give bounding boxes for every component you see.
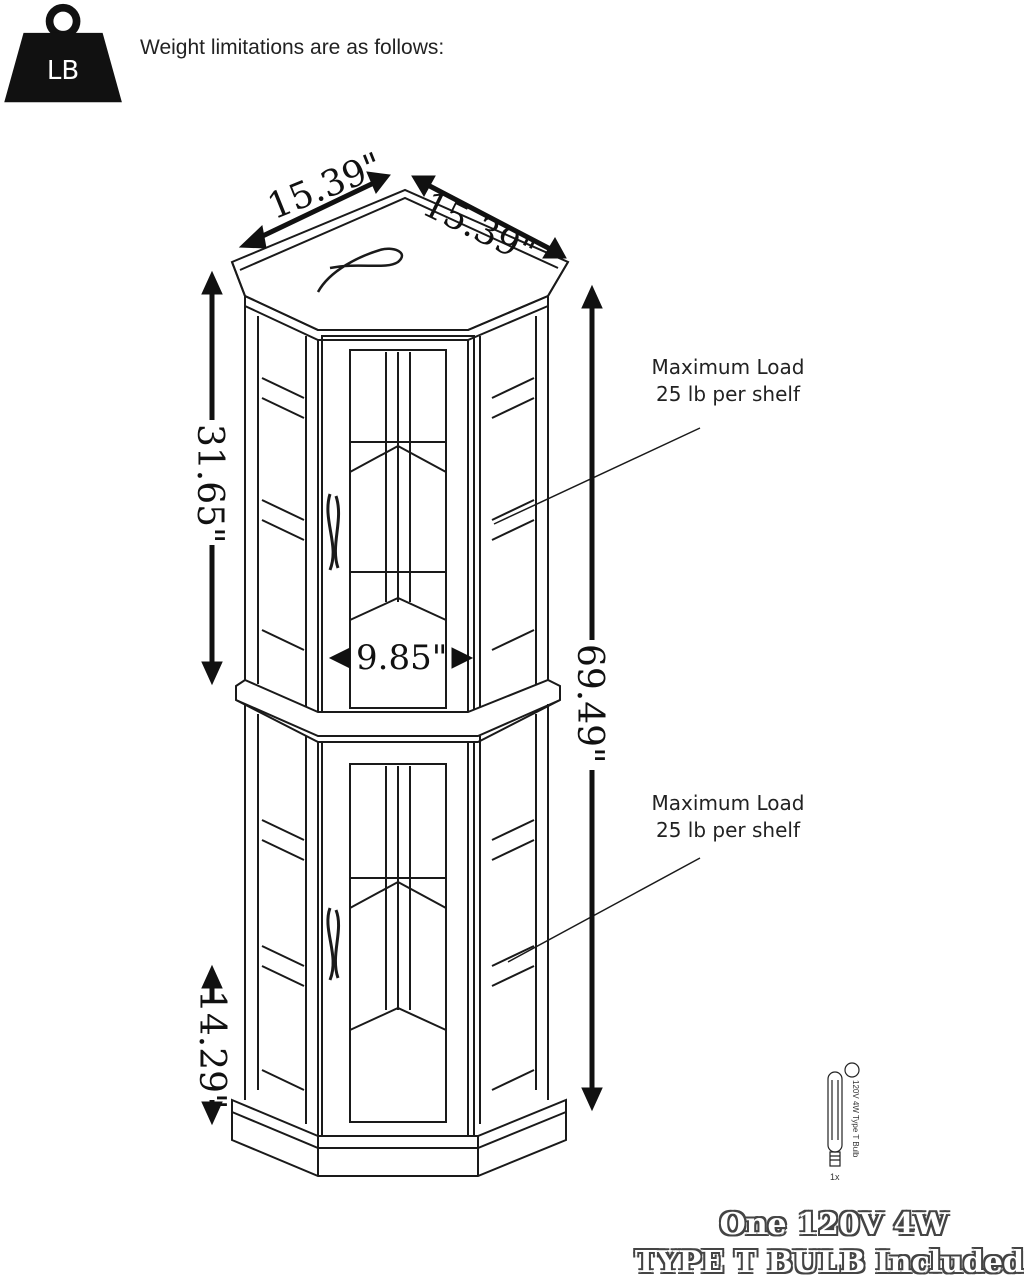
- weight-badge-label: LB: [46, 56, 80, 86]
- dimension-inner-width: 9.85": [356, 638, 448, 678]
- shelf-load-value: 25 lb per shelf: [656, 382, 800, 406]
- weight-lb-icon: [4, 3, 122, 103]
- bulb-headline-line1: One 120V 4W: [719, 1207, 948, 1242]
- light-bulb-icon: [827, 1062, 860, 1167]
- dimension-base-height: 14.29": [191, 990, 232, 1110]
- dimension-upper-height: 31.65": [189, 424, 230, 544]
- shelf-load-callout-lower: Maximum Load 25 lb per shelf: [630, 790, 826, 844]
- bulb-spec-text: 120V 4W Type T Bulb: [851, 1080, 860, 1158]
- bulb-included-headline: One 120V 4W TYPE T BULB Included: [600, 1206, 1024, 1282]
- shelf-load-title: Maximum Load: [651, 355, 805, 379]
- bulb-quantity: 1x: [830, 1172, 840, 1182]
- bulb-headline-line2: TYPE T BULB Included: [634, 1245, 1024, 1280]
- dimension-total-height: 69.49": [569, 644, 610, 764]
- shelf-load-callout-upper: Maximum Load 25 lb per shelf: [630, 354, 826, 408]
- shelf-load-value: 25 lb per shelf: [656, 818, 800, 842]
- weight-limitations-heading: Weight limitations are as follows:: [140, 36, 445, 59]
- shelf-load-title: Maximum Load: [651, 791, 805, 815]
